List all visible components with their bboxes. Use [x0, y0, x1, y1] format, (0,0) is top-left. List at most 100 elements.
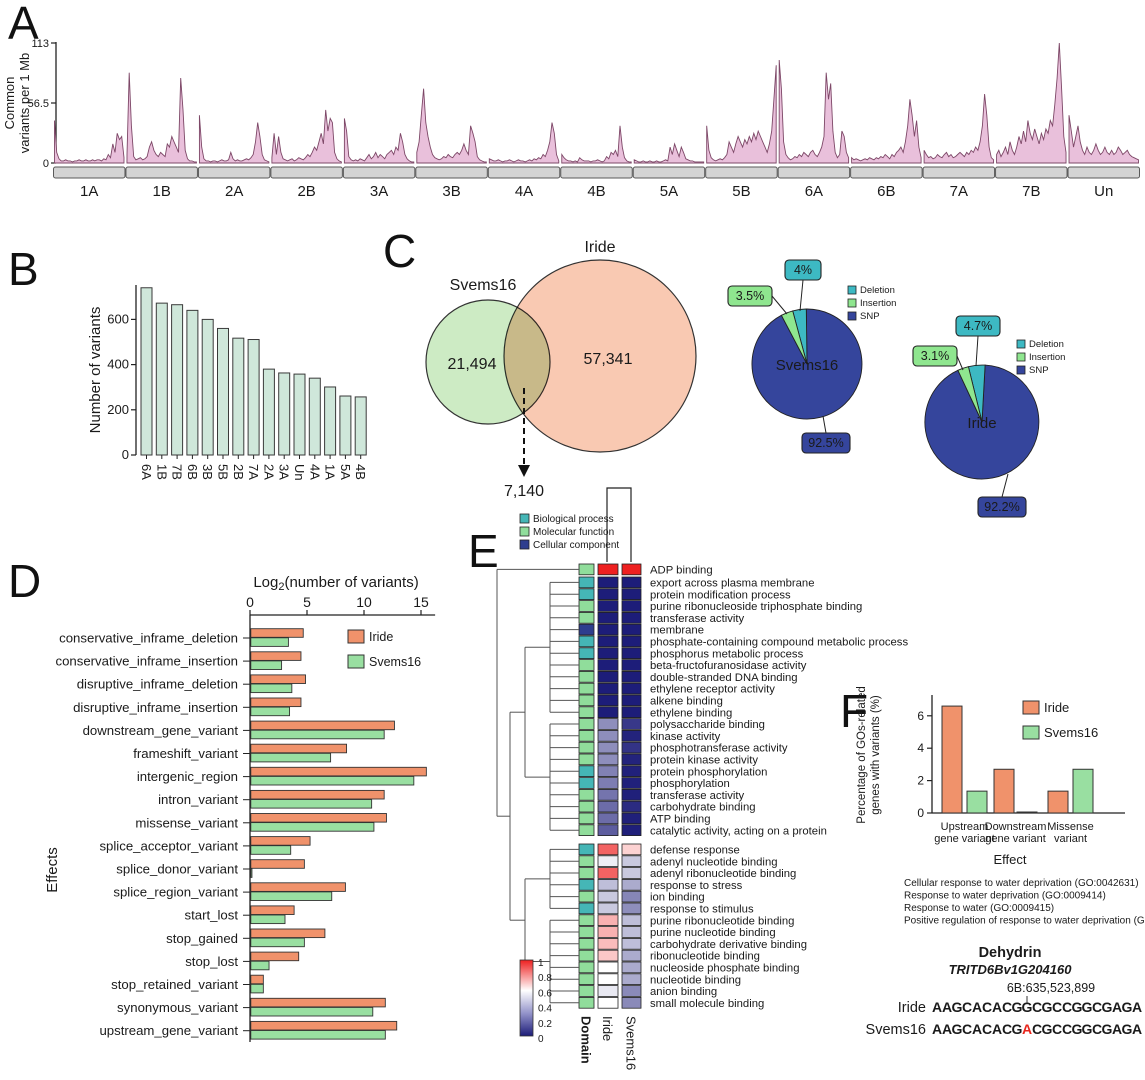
- e-cell-iride: [597, 741, 619, 754]
- e-row-label: ethylene receptor activity: [650, 684, 775, 696]
- e-cell-domain: [578, 902, 595, 915]
- f-seq-name-Iride: Iride: [898, 1000, 926, 1016]
- b-bar-2B: [232, 337, 245, 456]
- e-cell-svems16: [621, 729, 642, 742]
- e-cell-domain: [578, 843, 595, 856]
- e-row-label: response to stress: [650, 880, 743, 892]
- d-bar-svems16-start_lost: [250, 914, 286, 925]
- e-cell-domain: [578, 682, 595, 695]
- a-chrom-bar-5B: [705, 166, 778, 179]
- d-category-conservative_inframe_deletion: conservative_inframe_deletion: [59, 631, 238, 646]
- b-bar-5A: [339, 395, 352, 456]
- b-x-label-Un: Un: [292, 464, 307, 481]
- f-y-tick: 2: [917, 774, 924, 788]
- chart-shape: A: [1112, 1021, 1122, 1037]
- e-cell-iride: [597, 694, 619, 707]
- chart-shape: [1001, 473, 1009, 498]
- d-category-downstream_gene_variant: downstream_gene_variant: [83, 723, 239, 738]
- a-chrom-label-5A: 5A: [660, 183, 678, 200]
- e-cell-domain: [578, 997, 595, 1009]
- chart-shape: A: [972, 1021, 982, 1037]
- chart-shape: A: [992, 999, 1002, 1015]
- b-bar-Un: [293, 373, 306, 456]
- e-cell-iride: [597, 961, 619, 974]
- e-cell-svems16: [621, 682, 642, 695]
- a-chrom-bar-2A: [197, 166, 271, 179]
- e-legend-swatch-CC: [519, 539, 530, 550]
- e-colorbar: [519, 959, 534, 1037]
- pie-title-iride: Iride: [967, 415, 996, 432]
- chart-shape: [822, 415, 827, 434]
- d-legend-label-svems16: Svems16: [369, 655, 421, 669]
- a-density-6B: [851, 99, 922, 164]
- pie-legend-swatch-SNP: [1016, 365, 1026, 375]
- d-category-missense_variant: missense_variant: [135, 815, 238, 830]
- d-bar-svems16-stop_lost: [250, 960, 270, 971]
- e-row-label: protein kinase activity: [650, 755, 758, 767]
- pie-callout-value: 92.5%: [808, 436, 843, 450]
- e-row-label: export across plasma membrane: [650, 578, 815, 590]
- e-colorbar-tick: 1: [538, 958, 544, 969]
- b-bar-1A: [324, 386, 337, 456]
- e-cell-iride: [597, 611, 619, 624]
- f-bar-svems16-1: [1016, 811, 1038, 814]
- f-legend-label-svems16: Svems16: [1044, 725, 1098, 740]
- pie-callout-svems16-Insertion: [727, 285, 773, 307]
- f-gene-id: TRITD6Bv1G204160: [949, 962, 1073, 977]
- d-y-label: Effects: [44, 847, 61, 893]
- e-cell-iride: [597, 800, 619, 813]
- a-density-1A: [54, 120, 125, 164]
- b-bar-1B: [155, 302, 168, 456]
- chart-shape: A: [942, 1021, 952, 1037]
- d-category-intron_variant: intron_variant: [158, 792, 238, 807]
- f-go-annotation: Response to water deprivation (GO:000941…: [904, 891, 1106, 902]
- b-bar-2A: [262, 368, 275, 456]
- d-bar-iride-synonymous_variant: [250, 997, 386, 1008]
- b-bar-6A: [140, 287, 153, 456]
- e-cell-svems16: [621, 647, 642, 660]
- e-cell-iride: [597, 812, 619, 825]
- a-chrom-label-2B: 2B: [297, 183, 315, 200]
- e-cell-svems16: [621, 997, 642, 1009]
- chart-shape: G: [1072, 1021, 1083, 1037]
- e-legend-swatch-MF: [519, 526, 530, 537]
- e-cell-domain: [578, 753, 595, 766]
- d-category-stop_lost: stop_lost: [185, 954, 238, 969]
- pie-legend-label-Deletion: Deletion: [860, 285, 895, 296]
- chart-shape: Log: [253, 574, 278, 591]
- e-cell-domain: [578, 855, 595, 867]
- a-chrom-label-6A: 6A: [805, 183, 823, 200]
- d-bar-svems16-frameshift_variant: [250, 752, 332, 763]
- chart-shape: C: [962, 999, 972, 1015]
- chart-shape: A: [932, 1021, 942, 1037]
- a-chrom-label-7A: 7A: [950, 183, 968, 200]
- chart-shape: G: [1102, 1021, 1113, 1037]
- b-x-label-4A: 4A: [307, 464, 322, 480]
- e-col-label-svems16: Svems16: [624, 1016, 639, 1070]
- d-x-axis-title: Log2(number of variants): [253, 574, 418, 593]
- e-cell-svems16: [621, 937, 642, 950]
- chart-shape: C: [1032, 999, 1042, 1015]
- e-cell-iride: [597, 997, 619, 1009]
- chart-shape: G: [1102, 999, 1113, 1015]
- pie-callout-iride-Insertion: [912, 345, 958, 367]
- e-colorbar-tick: 0.2: [538, 1019, 552, 1030]
- e-cell-domain: [578, 706, 595, 718]
- e-col-label-domain: Domain: [579, 1016, 594, 1064]
- e-cell-svems16: [621, 753, 642, 766]
- b-x-label-1A: 1A: [323, 464, 338, 480]
- e-cell-domain: [578, 741, 595, 754]
- d-bar-svems16-synonymous_variant: [250, 1006, 374, 1017]
- a-chrom-label-Un: Un: [1094, 183, 1113, 200]
- f-bar-iride-1: [993, 768, 1015, 814]
- e-cell-iride: [597, 600, 619, 612]
- d-bar-iride-splice_acceptor_variant: [250, 836, 311, 846]
- e-cell-domain: [578, 914, 595, 926]
- pie-legend-label-Deletion: Deletion: [1029, 339, 1064, 350]
- d-x-tick: 0: [246, 594, 254, 610]
- chart-shape: G: [1012, 999, 1023, 1015]
- d-bar-svems16-disruptive_inframe_insertion: [250, 706, 291, 717]
- e-colorbar-tick: 0: [538, 1034, 544, 1045]
- venn-label-iride: Iride: [584, 239, 615, 256]
- e-cell-iride: [597, 576, 619, 589]
